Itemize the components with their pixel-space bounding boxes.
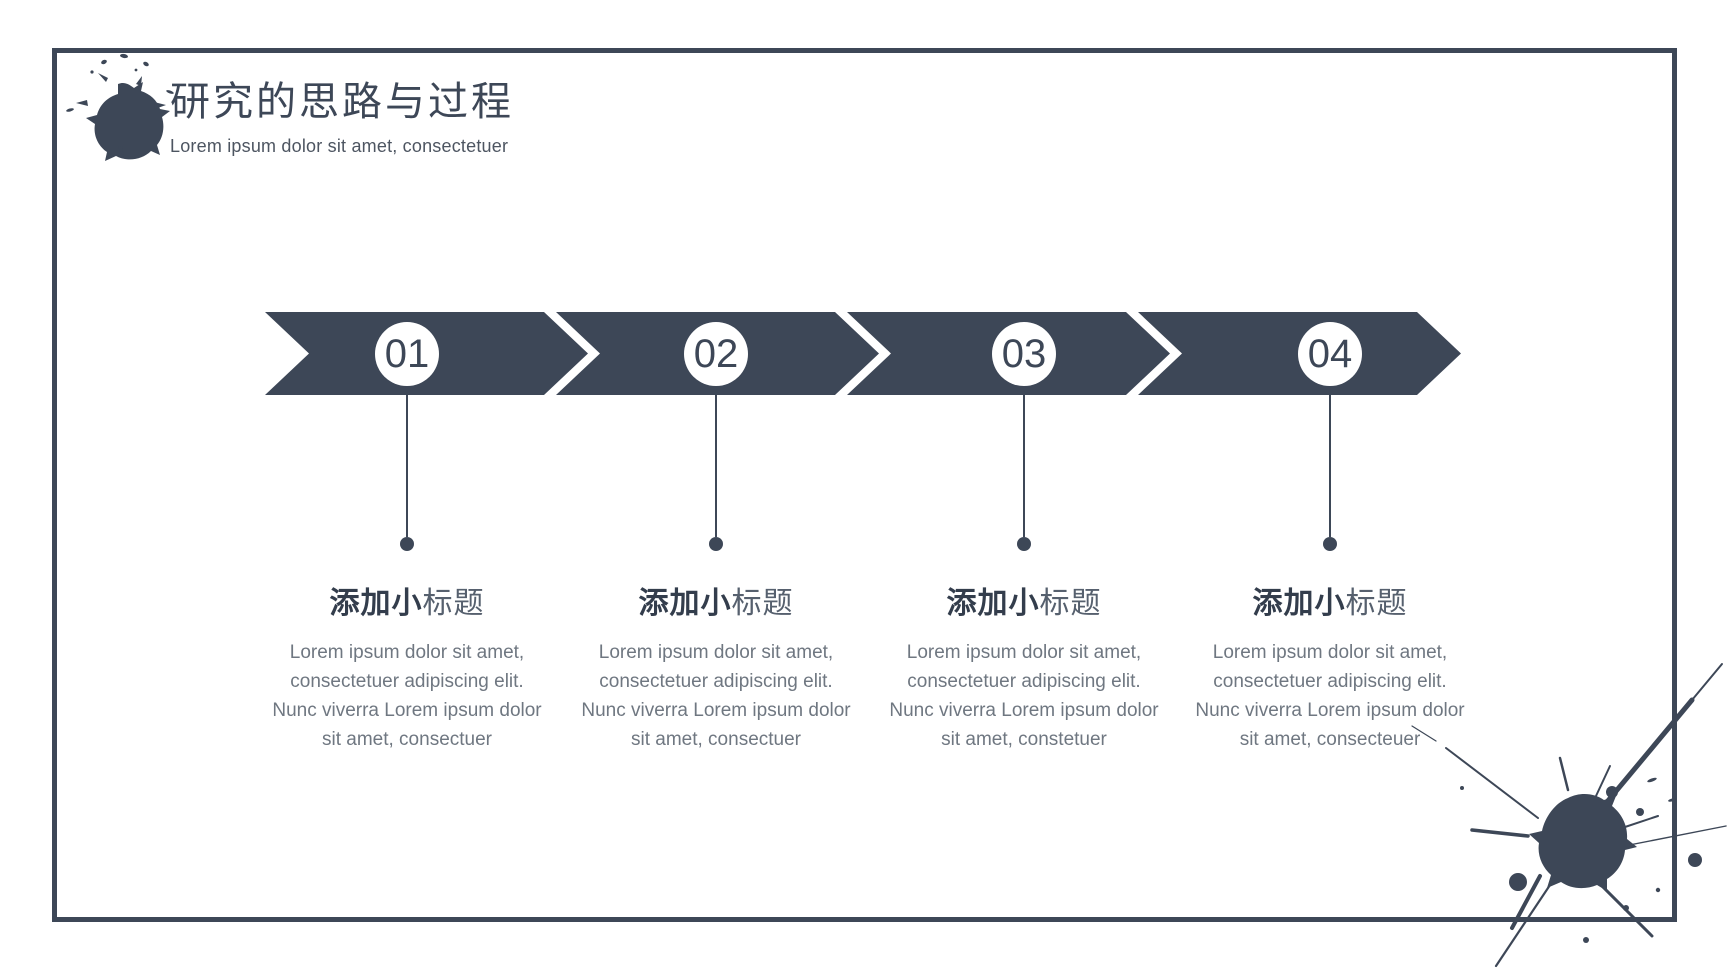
step-heading-light: 标题 — [1039, 587, 1102, 620]
connector-dot — [400, 537, 414, 551]
connector-line — [715, 387, 717, 537]
step-heading-light: 标题 — [731, 587, 794, 620]
step-number-badge: 02 — [684, 322, 748, 386]
connector-dot — [1017, 537, 1031, 551]
slide-border — [52, 48, 1677, 922]
step-heading: 添加小标题 — [1165, 578, 1495, 622]
step-heading-strong: 添加小 — [946, 587, 1040, 620]
step-heading-strong: 添加小 — [638, 587, 732, 620]
ink-splatter-icon — [1411, 663, 1727, 968]
step-heading: 添加小标题 — [859, 578, 1189, 622]
step-heading: 添加小标题 — [551, 578, 881, 622]
step-number-badge: 01 — [375, 322, 439, 386]
slide-header: 研究的思路与过程 Lorem ipsum dolor sit amet, con… — [170, 78, 514, 157]
page-subtitle: Lorem ipsum dolor sit amet, consectetuer — [170, 136, 509, 156]
connector-line — [1329, 387, 1331, 537]
step-number-badge: 04 — [1298, 322, 1362, 386]
step-column-3: 添加小标题 Lorem ipsum dolor sit amet, consec… — [859, 578, 1189, 754]
step-column-2: 添加小标题 Lorem ipsum dolor sit amet, consec… — [551, 578, 881, 754]
step-body-text: Lorem ipsum dolor sit amet, consectetuer… — [272, 642, 542, 750]
step-number: 04 — [1307, 331, 1353, 376]
step-heading: 添加小标题 — [242, 578, 572, 622]
step-number: 01 — [384, 331, 430, 376]
step-column-1: 添加小标题 Lorem ipsum dolor sit amet, consec… — [242, 578, 572, 754]
page-title: 研究的思路与过程 — [170, 80, 514, 124]
connector-dot — [709, 537, 723, 551]
step-body-text: Lorem ipsum dolor sit amet, consectetuer… — [1195, 642, 1465, 750]
connector-line — [1023, 387, 1025, 537]
step-heading-strong: 添加小 — [1252, 587, 1346, 620]
step-heading-light: 标题 — [422, 587, 485, 620]
step-body-text: Lorem ipsum dolor sit amet, consectetuer… — [581, 642, 851, 750]
step-number: 02 — [693, 331, 739, 376]
ink-blot-icon — [66, 53, 174, 161]
step-heading-light: 标题 — [1345, 587, 1408, 620]
step-body-text: Lorem ipsum dolor sit amet, consectetuer… — [889, 642, 1159, 750]
step-column-4: 添加小标题 Lorem ipsum dolor sit amet, consec… — [1165, 578, 1495, 754]
step-number: 03 — [1001, 331, 1047, 376]
connector-line — [406, 387, 408, 537]
step-number-badge: 03 — [992, 322, 1056, 386]
connector-dot — [1323, 537, 1337, 551]
step-heading-strong: 添加小 — [329, 587, 423, 620]
